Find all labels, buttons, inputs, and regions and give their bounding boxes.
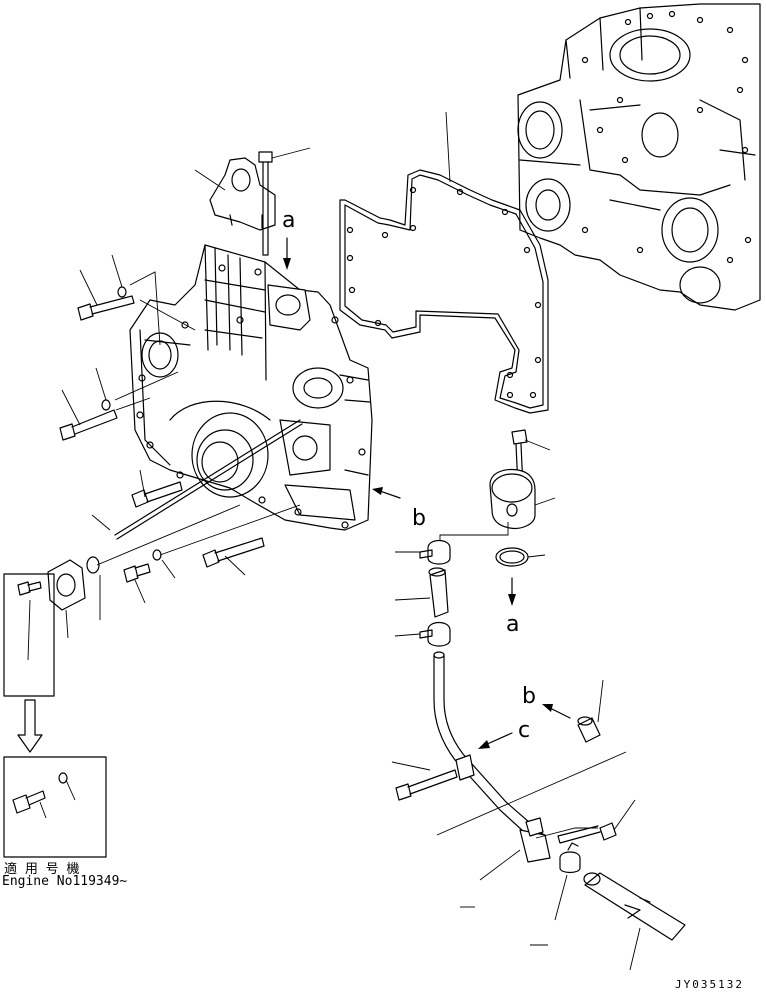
top-bolt-right <box>511 429 551 489</box>
long-rod <box>91 419 303 540</box>
letter-a-bottom: a <box>506 612 520 637</box>
front-cover <box>129 244 373 531</box>
bolt-mid-left <box>59 367 179 441</box>
pipe-bolt-left <box>391 761 458 801</box>
bolt-upper-left <box>77 254 196 346</box>
bolt-lower-left <box>131 469 183 508</box>
leader-lines-pipe <box>436 751 627 881</box>
oil-pipe <box>433 651 551 863</box>
bottom-hose <box>583 872 686 971</box>
bushing <box>542 679 604 743</box>
inset-box-upper <box>3 573 55 697</box>
letter-b-side: b <box>412 506 426 531</box>
gasket <box>339 111 549 414</box>
cover-plate <box>47 559 86 639</box>
arrow-a-top <box>283 237 291 270</box>
letter-b-lower: b <box>522 684 536 709</box>
hose-clamp-lower <box>394 621 451 647</box>
arrow-b-side <box>372 487 401 499</box>
bracket-bolt <box>194 147 311 256</box>
bottom-clamp <box>554 842 581 921</box>
bracket <box>209 157 276 231</box>
arrow-c <box>478 732 513 749</box>
letter-c-lower: c <box>518 718 531 743</box>
pipe-bolt-right <box>535 799 636 844</box>
rubber-hose <box>394 567 449 618</box>
water-outlet-flange <box>267 284 311 331</box>
engine-number-label: Engine No119349~ <box>2 874 128 889</box>
applicable-model-label: 適 用 号 機 <box>4 862 80 877</box>
leader-clamp <box>439 522 509 545</box>
o-ring <box>495 547 546 606</box>
transition-arrow <box>17 699 43 753</box>
letter-a-top: a <box>282 208 296 233</box>
engine-block-illustration <box>517 3 761 311</box>
drawing-serial: JY035132 <box>675 978 744 991</box>
inset-box-lower <box>3 756 107 858</box>
filter-head <box>489 468 556 530</box>
plug-and-gasket <box>86 504 301 620</box>
hose-clamp-upper <box>395 539 451 565</box>
